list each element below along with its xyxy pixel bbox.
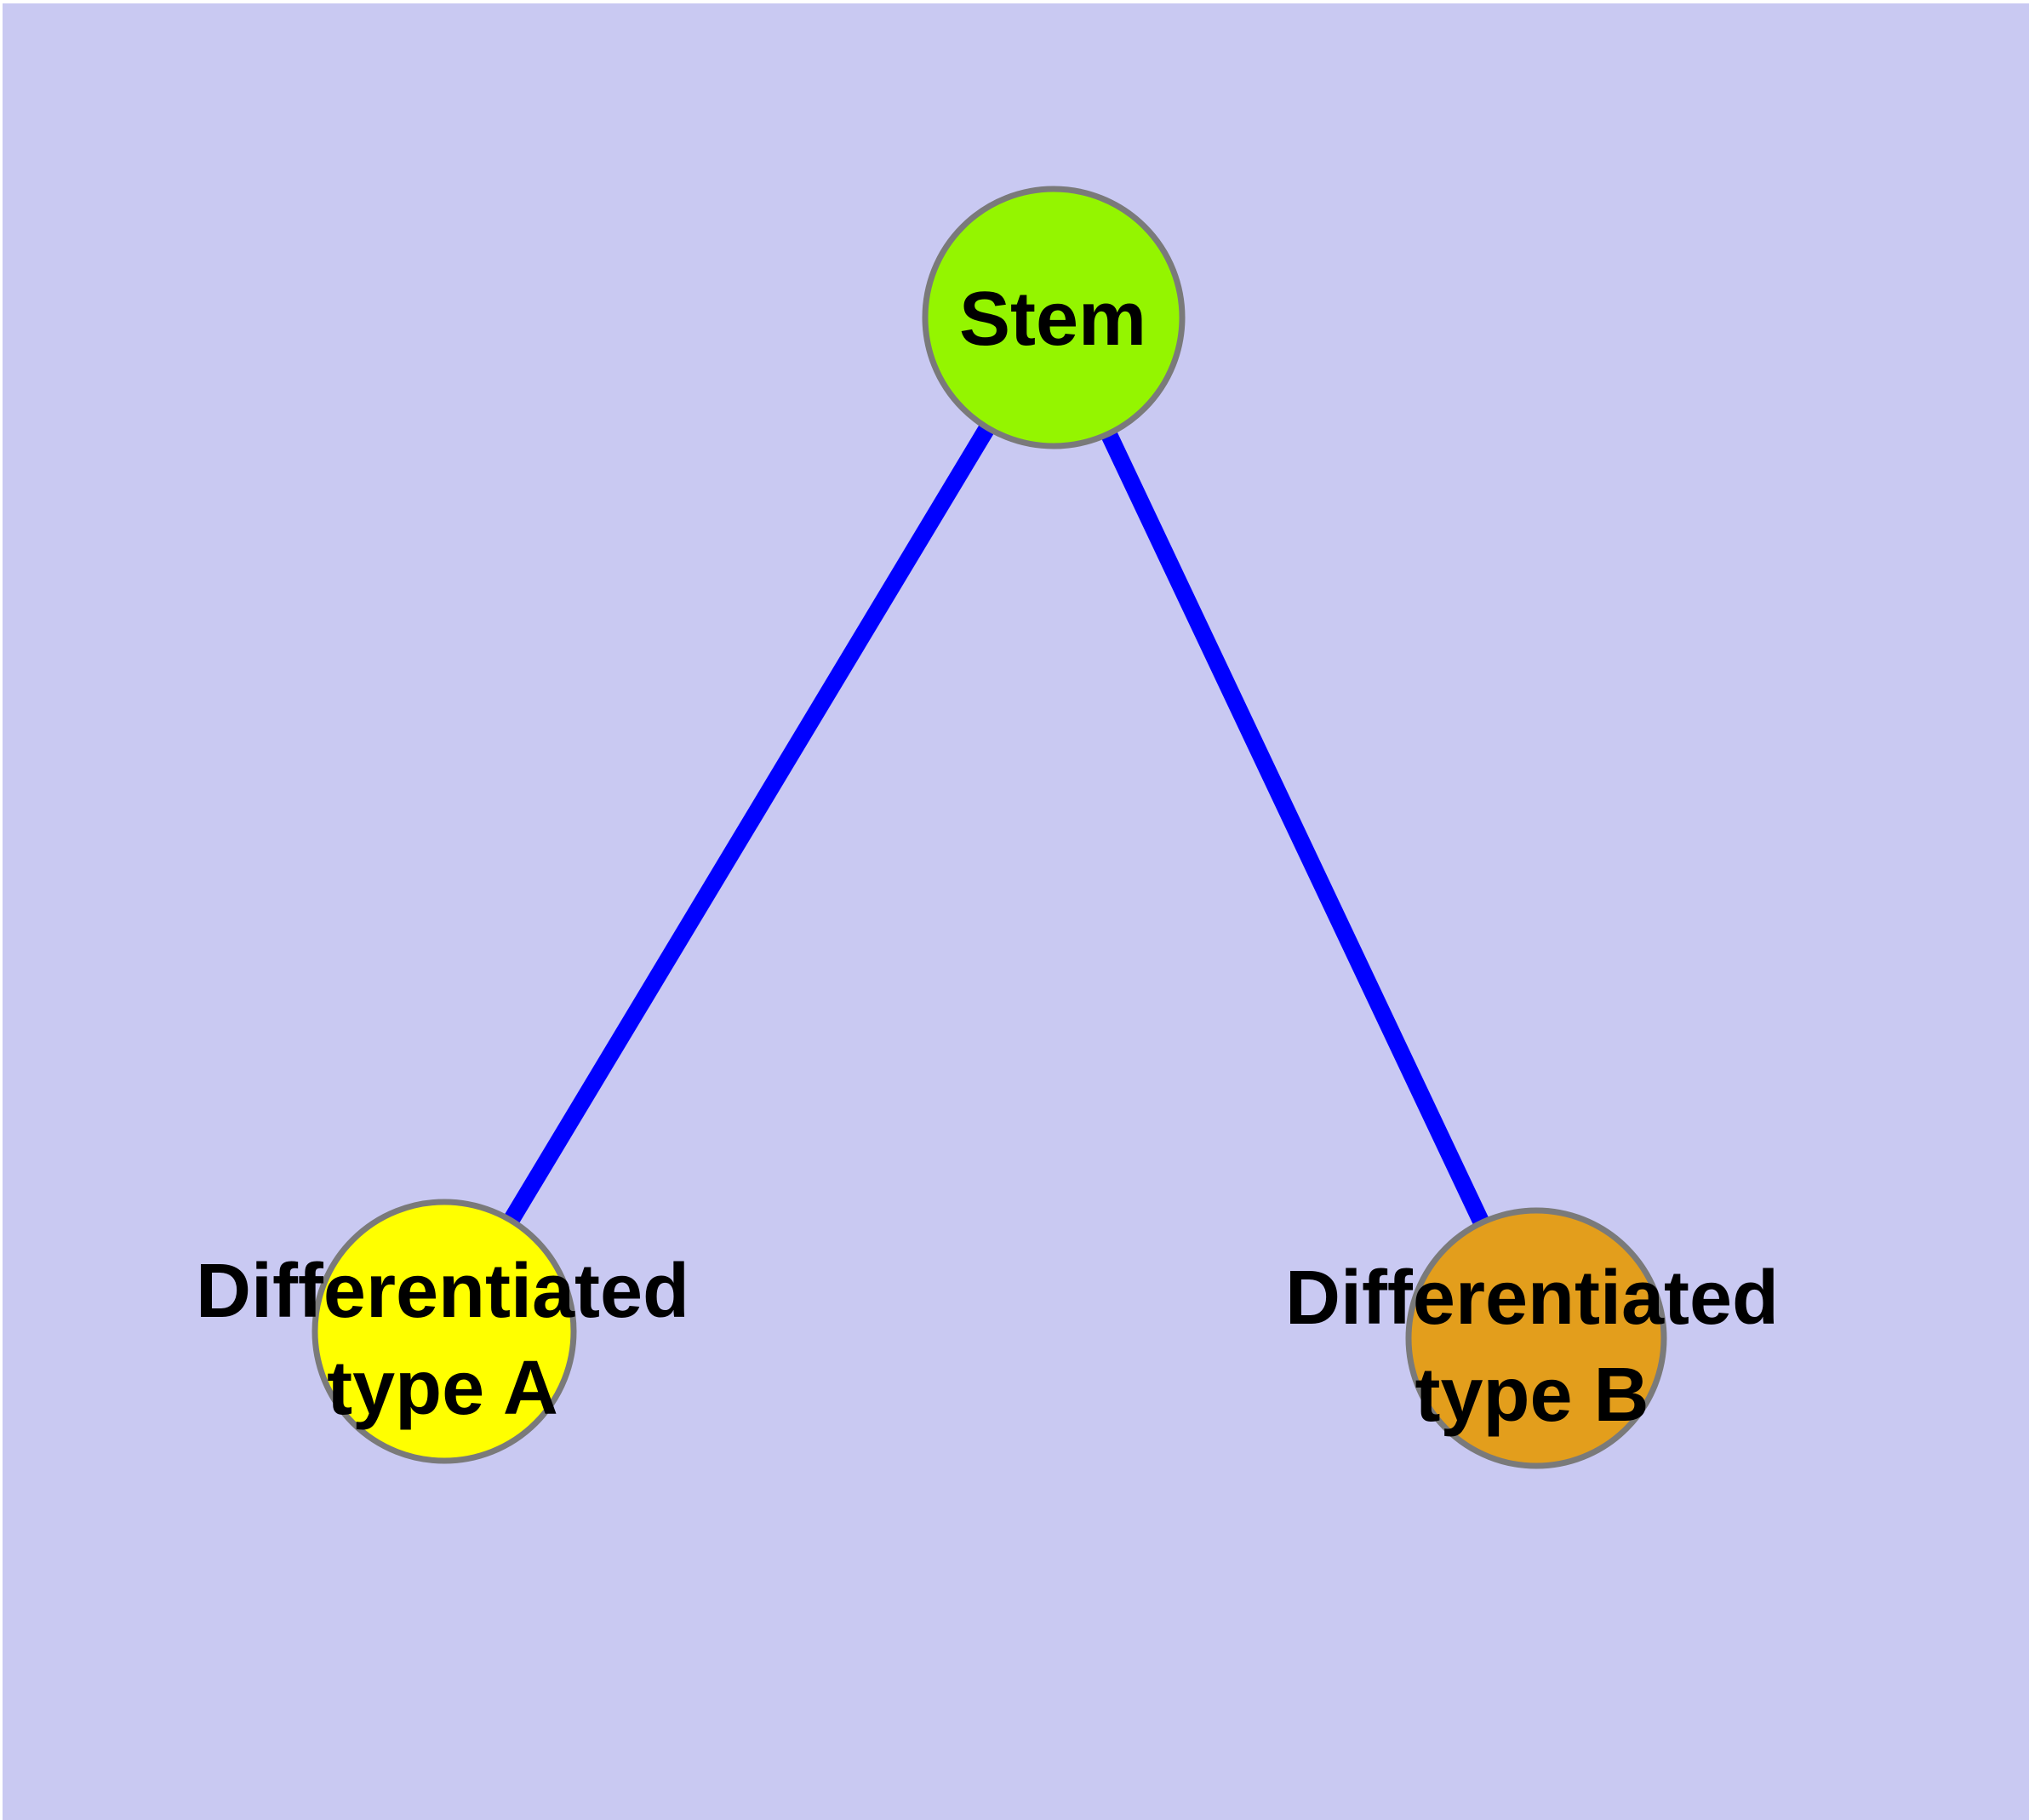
node-differentiated-type-b-label-line1: Differentiated — [1285, 1256, 1779, 1341]
node-differentiated-type-b: Differentiated type B — [1285, 1207, 1779, 1469]
node-stem: Stem — [922, 186, 1186, 449]
node-differentiated-type-b-label-line2: type B — [1415, 1353, 1649, 1438]
node-differentiated-type-b-circle — [1405, 1207, 1667, 1469]
node-stem-label: Stem — [959, 277, 1146, 362]
node-differentiated-type-a-label-line1: Differentiated — [196, 1249, 689, 1334]
node-differentiated-type-a: Differentiated type A — [196, 1199, 689, 1464]
edge-stem-to-type-b — [1045, 313, 1545, 1342]
node-differentiated-type-a-label-line2: type A — [327, 1346, 558, 1431]
node-differentiated-type-a-circle — [311, 1199, 577, 1464]
edge-stem-to-type-a — [437, 312, 1061, 1336]
node-stem-circle — [922, 186, 1186, 449]
